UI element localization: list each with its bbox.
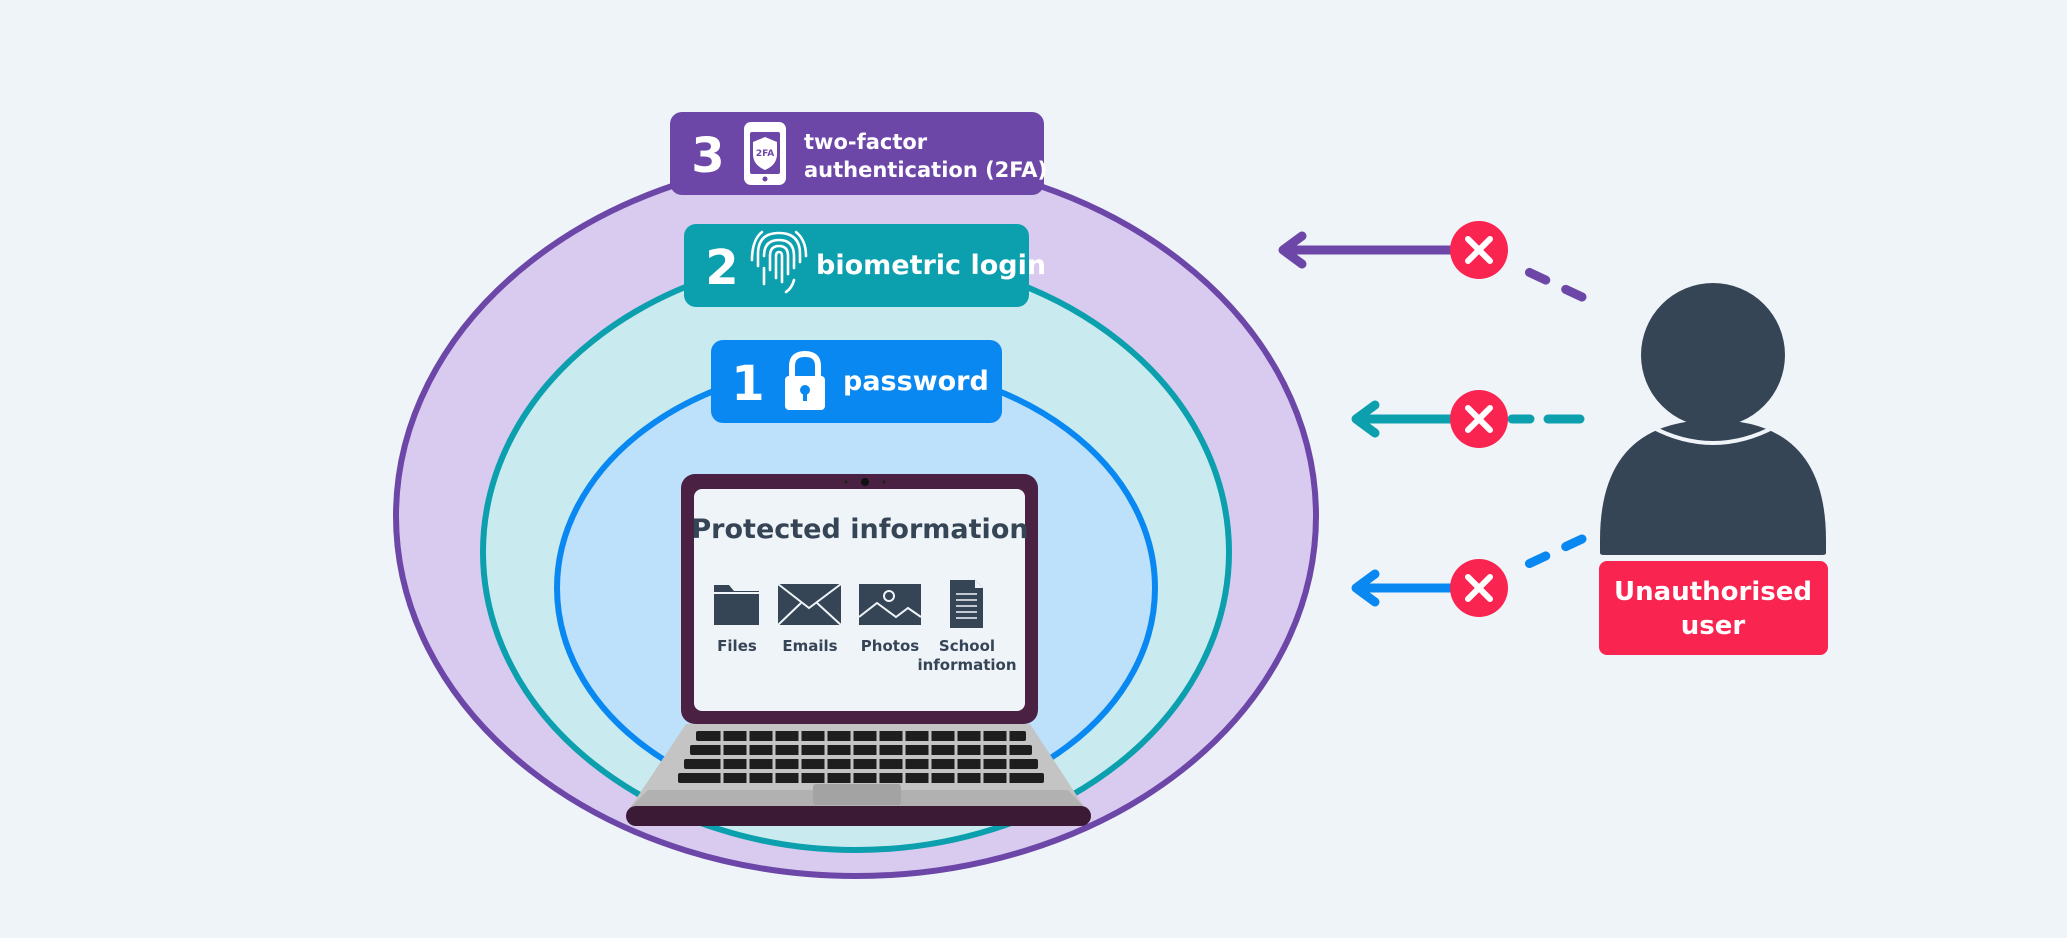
screen-title: Protected information <box>691 514 1028 545</box>
layer-3-badge: 3 2FA two-factor authentication (2FA) <box>670 112 1047 195</box>
document-icon <box>950 580 983 628</box>
laptop: Protected information <box>626 474 1091 826</box>
item-label-school-line2: information <box>917 656 1016 674</box>
folder-icon <box>714 585 759 625</box>
attempt-biometric <box>1351 390 1585 448</box>
user-label-line1: Unauthorised <box>1614 577 1812 607</box>
item-label-school-line1: School <box>939 637 995 655</box>
padlock-icon <box>785 350 825 410</box>
layer-3-number: 3 <box>691 128 724 184</box>
attempt-password <box>1351 534 1587 617</box>
user-label-line2: user <box>1681 611 1746 641</box>
webcam <box>861 478 869 486</box>
layer-3-label-line2: authentication (2FA) <box>804 158 1047 182</box>
arrow-head-icon <box>1351 569 1380 607</box>
attempt-2fa <box>1278 221 1587 302</box>
layer-1-number: 1 <box>731 356 764 412</box>
unauthorised-user: Unauthorised user <box>1599 283 1828 655</box>
fingerprint-icon <box>750 230 808 294</box>
layer-2-label: biometric login <box>816 250 1046 281</box>
item-label-files: Files <box>717 637 757 655</box>
layer-1-badge: 1 password <box>711 340 1002 423</box>
keyboard <box>678 731 1044 783</box>
layer-3-label-line1: two-factor <box>804 130 928 154</box>
keyboard-key-gaps <box>720 731 1010 783</box>
cross-icon <box>1450 390 1508 448</box>
layer-1-label: password <box>843 366 989 397</box>
envelope-icon <box>777 583 842 626</box>
photo-icon <box>858 584 922 625</box>
phone-2fa-icon-label: 2FA <box>756 149 774 159</box>
arrow-head-icon <box>1278 231 1307 269</box>
arrow-head-icon <box>1351 400 1380 438</box>
phone-2fa-icon: 2FA <box>744 122 786 185</box>
layer-2-number: 2 <box>705 240 738 296</box>
layer-2-badge: 2 biometric login <box>684 224 1046 307</box>
item-label-photos: Photos <box>861 637 919 655</box>
cross-icon <box>1450 559 1508 617</box>
person-icon <box>1600 283 1826 555</box>
user-label-box <box>1599 561 1828 655</box>
item-label-emails: Emails <box>782 637 837 655</box>
cross-icon <box>1450 221 1508 279</box>
touchpad <box>813 784 901 805</box>
